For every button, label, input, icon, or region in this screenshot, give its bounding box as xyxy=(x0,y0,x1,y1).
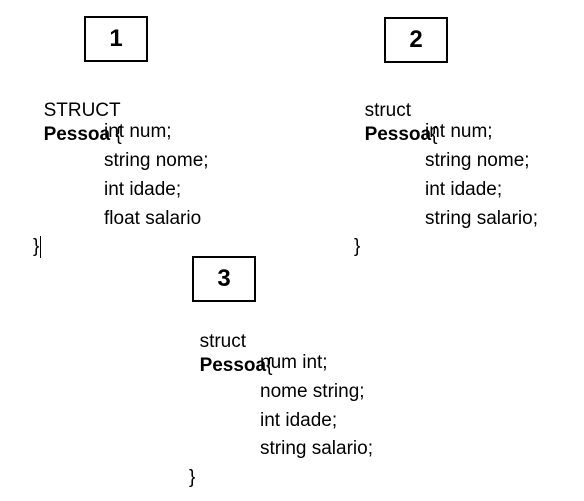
block-3-keyword: struct xyxy=(199,331,247,352)
block-1-open-brace: { xyxy=(110,124,122,145)
block-2-field-1: int num; xyxy=(425,121,493,142)
block-2-field-4: string salario; xyxy=(425,208,538,229)
block-1-field-3: int idade; xyxy=(104,179,182,200)
block-1-field-1: int num; xyxy=(104,121,172,142)
block-3-open-brace: { xyxy=(266,355,273,376)
block-1-number: 1 xyxy=(109,25,123,52)
block-1-number-box: 1 xyxy=(84,16,148,62)
block-2-header: struct Pessoa{ xyxy=(354,75,438,147)
block-1-struct-name: Pessoa xyxy=(43,124,111,145)
block-3-struct-name: Pessoa xyxy=(199,355,267,376)
block-3-field-3: int idade; xyxy=(260,410,338,431)
block-3-number: 3 xyxy=(217,265,231,292)
block-2-field-3: int idade; xyxy=(425,179,503,200)
block-3-field-2: nome string; xyxy=(260,381,365,402)
block-2-open-brace: { xyxy=(431,124,438,145)
block-2-field-2: string nome; xyxy=(425,150,530,171)
block-1-close-brace: } xyxy=(33,236,40,257)
block-1-header: STRUCT Pessoa { xyxy=(33,75,122,147)
block-2-struct-name: Pessoa xyxy=(364,124,432,145)
block-3-number-box: 3 xyxy=(192,256,256,302)
block-3-close-brace: } xyxy=(189,467,196,488)
block-2-number-box: 2 xyxy=(384,17,448,63)
block-1-keyword: STRUCT xyxy=(43,100,121,121)
block-2-keyword: struct xyxy=(364,100,412,121)
block-3-field-1: num int; xyxy=(260,352,328,373)
block-1-field-4: float salario xyxy=(104,208,202,229)
block-2-close-brace: } xyxy=(354,236,361,257)
text-cursor xyxy=(40,236,41,258)
block-2-number: 2 xyxy=(409,26,423,53)
block-1-field-2: string nome; xyxy=(104,150,209,171)
block-3-field-4: string salario; xyxy=(260,438,373,459)
block-3-header: struct Pessoa{ xyxy=(189,306,273,378)
